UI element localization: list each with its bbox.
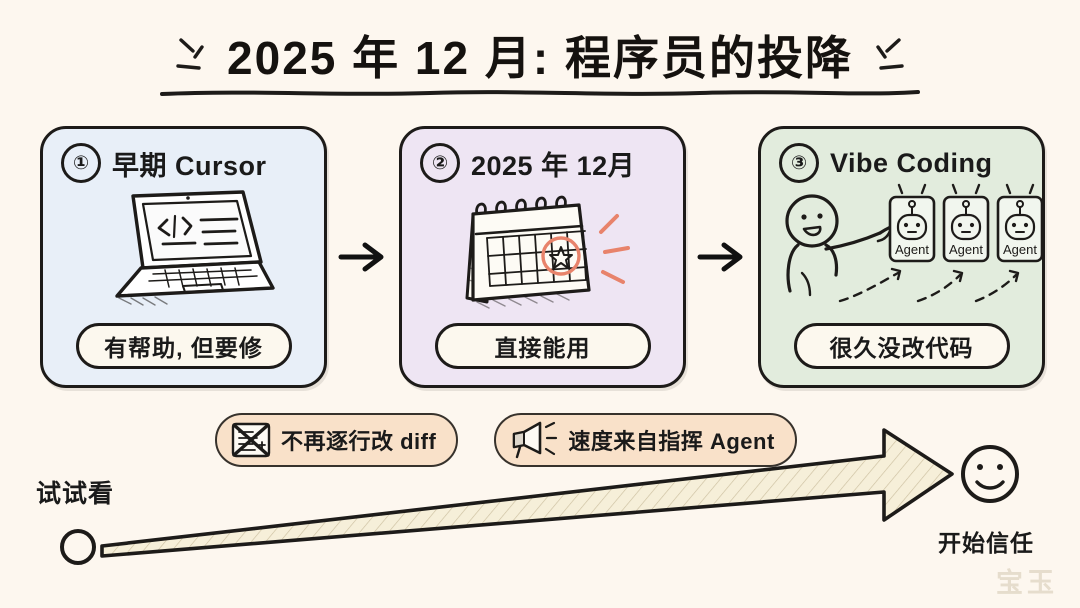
smiley-face-icon [961,445,1019,503]
person-directing-agents-icon: Agent Agent [761,181,1043,321]
panel-caption: 有帮助, 但要修 [75,323,292,369]
tag-label: 速度来自指挥 Agent [568,429,775,454]
panel-early-cursor[interactable]: ① 早期 Cursor [40,126,327,388]
arrow-right-icon [327,126,399,388]
svg-text:Agent: Agent [1003,242,1037,257]
panel-december-2025[interactable]: ② 2025 年 12月 [399,126,686,388]
tag-speed-from-directing-agents[interactable]: 速度来自指挥 Agent [494,413,797,467]
panel-caption: 很久没改代码 [793,323,1010,369]
panel-header: ② 2025 年 12月 [420,143,671,183]
panel-number-badge: ① [61,143,101,183]
takeaway-tags: 不再逐行改 diff 速度来自指挥 A [215,412,885,468]
panel-header: ① 早期 Cursor [61,143,312,183]
crossed-out-diff-icon [231,421,271,459]
hollow-circle-icon [60,529,96,565]
tapered-growth-arrow-icon [60,428,1019,565]
tag-no-line-by-line-diff[interactable]: 不再逐行改 diff [215,413,459,467]
tag-label: 不再逐行改 diff [281,429,437,454]
desk-calendar-icon [402,181,683,321]
panel-title: 2025 年 12月 [471,150,636,181]
panel-caption-label: 直接能用 [494,335,591,361]
panel-header: ③ Vibe Coding [779,143,1030,183]
panel-caption-label: 很久没改代码 [829,335,974,361]
arrow-right-icon [686,126,758,388]
laptop-code-icon [43,181,324,321]
sparkle-icon [175,35,209,75]
stage-panels: ① 早期 Cursor [40,126,1045,388]
page-title-row: 2025 年 12 月: 程序员的投降 [0,22,1080,88]
svg-text:Agent: Agent [949,242,983,257]
panel-caption: 直接能用 [434,323,651,369]
trajectory-start-label: 试试看 [36,480,115,508]
watermark: 宝玉 [996,568,1058,598]
title-underline [160,88,920,98]
panel-title: 早期 Cursor [112,150,267,181]
panel-title: Vibe Coding [830,147,993,178]
panel-caption-label: 有帮助, 但要修 [104,335,263,361]
sparkle-icon [871,35,905,75]
page-title: 2025 年 12 月: 程序员的投降 [227,32,853,84]
panel-number-badge: ② [420,143,460,183]
svg-text:Agent: Agent [895,242,929,257]
megaphone-icon [510,421,558,459]
panel-vibe-coding[interactable]: ③ Vibe Coding [758,126,1045,388]
trajectory-end-label: 开始信任 [938,530,1034,556]
panel-number-badge: ③ [779,143,819,183]
trust-trajectory: 试试看 开始信任 [0,428,1080,608]
